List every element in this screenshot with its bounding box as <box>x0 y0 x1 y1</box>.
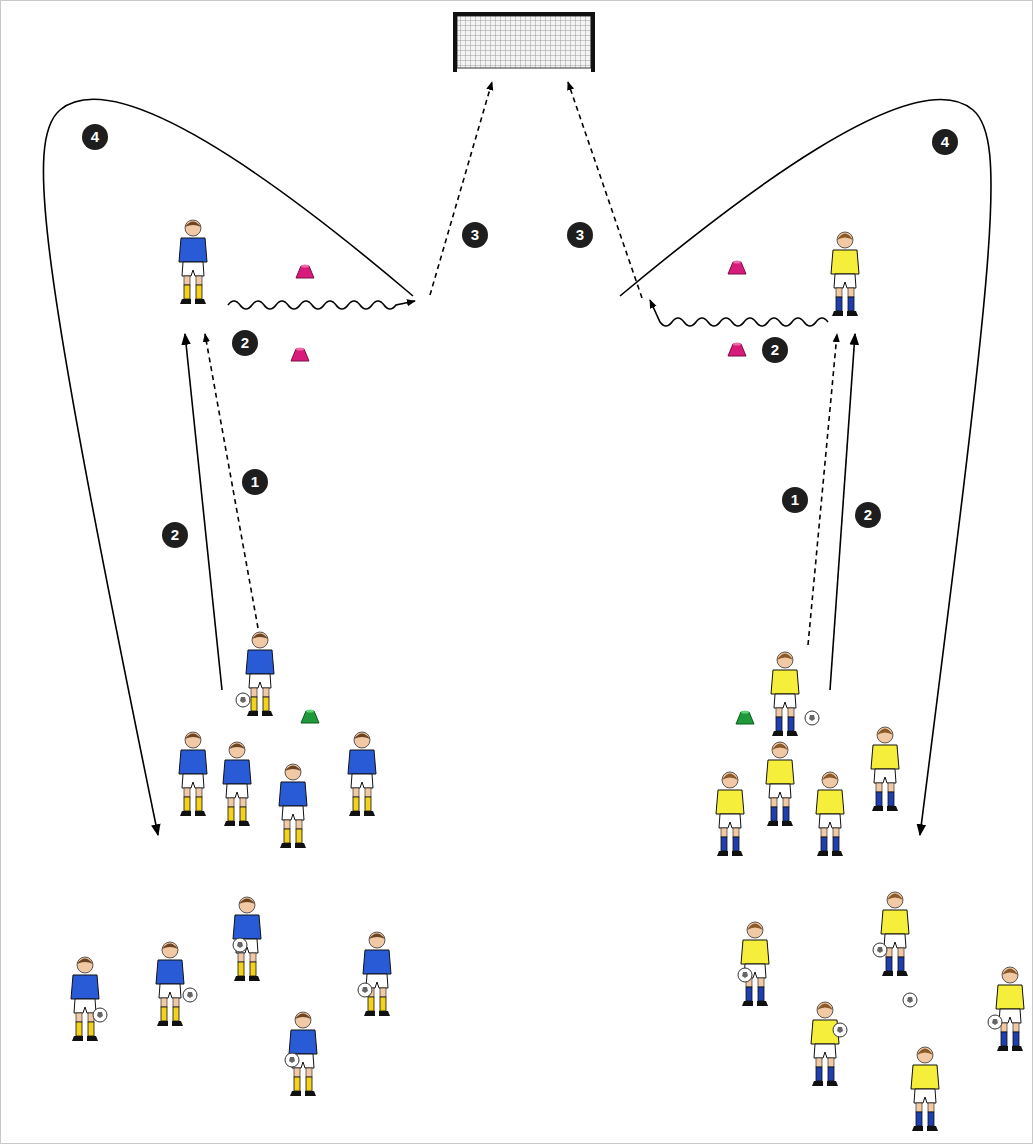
callout-number: 4 <box>932 129 958 155</box>
callout-number: 2 <box>855 502 881 528</box>
blue-players <box>71 220 391 1096</box>
callout-number: 4 <box>82 124 108 150</box>
callout-number: 1 <box>782 487 808 513</box>
callout-number: 1 <box>242 469 268 495</box>
goal <box>455 14 593 72</box>
yellow-players <box>716 232 1024 1131</box>
callout-number: 2 <box>762 337 788 363</box>
movement-lines <box>43 82 991 835</box>
callout-number: 2 <box>232 330 258 356</box>
callout-number: 2 <box>162 522 188 548</box>
cones <box>291 261 754 725</box>
callout-number: 3 <box>567 222 593 248</box>
callout-number: 3 <box>462 222 488 248</box>
